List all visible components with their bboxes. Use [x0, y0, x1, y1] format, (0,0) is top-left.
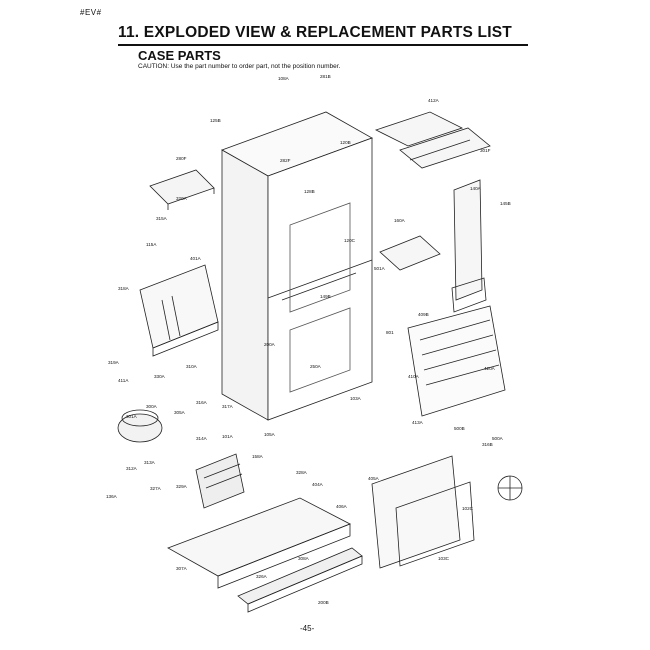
part-label: 330A: [154, 374, 166, 379]
part-label: 115A: [146, 242, 157, 247]
base-tray: [167, 497, 351, 589]
page-title: 11. EXPLODED VIEW & REPLACEMENT PARTS LI…: [118, 24, 512, 41]
part-label: 200B: [318, 600, 329, 605]
evaporator-grid: [195, 453, 245, 509]
part-label: 300A: [146, 404, 158, 409]
part-label: 301F: [480, 148, 491, 153]
part-label: 128B: [304, 189, 315, 194]
part-label: 103A: [350, 396, 362, 401]
part-label: 319A: [108, 360, 120, 365]
part-label: 312A: [126, 466, 138, 471]
part-label: 405A: [368, 476, 380, 481]
cabinet-body: [221, 111, 373, 421]
part-label: 326A: [256, 574, 268, 579]
part-label: 103C: [438, 556, 450, 561]
page-tag: #EV#: [80, 8, 102, 17]
caution-note: CAUTION: Use the part number to order pa…: [138, 63, 341, 70]
section-subtitle: CASE PARTS: [138, 48, 221, 63]
part-label: 160A: [394, 218, 406, 223]
part-label: 301A: [126, 414, 138, 419]
part-label: 420A: [484, 366, 496, 371]
page-number: -45-: [300, 624, 315, 633]
part-label: 413A: [412, 420, 424, 425]
part-label: 281B: [320, 74, 331, 79]
condenser-coil: [407, 305, 506, 417]
part-label: 500A: [492, 436, 504, 441]
part-label: 313A: [144, 460, 156, 465]
top-cover-panel: [149, 169, 215, 210]
part-label: 149B: [320, 294, 331, 299]
compressor: [117, 409, 163, 443]
part-label: 101A: [222, 434, 234, 439]
part-label: 404A: [312, 482, 324, 487]
title-bar: 11. EXPLODED VIEW & REPLACEMENT PARTS LI…: [118, 24, 528, 46]
part-label: 105A: [264, 432, 276, 437]
part-label: 315A: [156, 216, 168, 221]
part-label: 120B: [340, 140, 351, 145]
part-label: 401A: [190, 256, 202, 261]
part-label: 411A: [118, 378, 129, 383]
control-unit: [374, 111, 491, 169]
part-label: 102C: [462, 506, 474, 511]
part-label: 307A: [176, 566, 188, 571]
back-panel: [139, 264, 219, 357]
mid-tray: [379, 235, 441, 271]
part-label: 140A: [470, 186, 482, 191]
part-label: 410A: [408, 374, 420, 379]
part-label: 318A: [118, 286, 130, 291]
part-label: 501A: [374, 266, 386, 271]
part-label: 320A: [176, 196, 188, 201]
part-label: 200A: [264, 342, 276, 347]
part-label: 120C: [344, 238, 356, 243]
part-label: 250A: [310, 364, 322, 369]
part-label: 145B: [500, 201, 511, 206]
part-label: 158A: [252, 454, 264, 459]
part-label: 329A: [176, 484, 188, 489]
part-label: 108A: [278, 76, 290, 81]
front-grille: [237, 547, 363, 613]
part-label: 280F: [176, 156, 187, 161]
part-label: 317A: [222, 404, 234, 409]
part-label: 409B: [418, 312, 429, 317]
part-label: 327A: [150, 486, 162, 491]
part-label: 136A: [106, 494, 118, 499]
part-label: 316B: [482, 442, 493, 447]
part-label: 406A: [336, 504, 348, 509]
part-label: 316A: [196, 400, 208, 405]
part-labels: 108A 281B 412A 301F 282F 125B 280F 120B …: [106, 74, 511, 605]
part-label: 282F: [280, 158, 291, 163]
part-label: 305A: [174, 410, 186, 415]
part-label: 500B: [454, 426, 465, 431]
part-label: 310A: [186, 364, 198, 369]
part-label: 801: [386, 330, 394, 335]
part-label: 412A: [428, 98, 440, 103]
fan-duct-assembly: [371, 455, 523, 569]
part-label: 328A: [296, 470, 308, 475]
part-label: 125B: [210, 118, 221, 123]
duct-panel: [451, 179, 487, 313]
part-label: 308A: [298, 556, 310, 561]
part-label: 314A: [196, 436, 208, 441]
